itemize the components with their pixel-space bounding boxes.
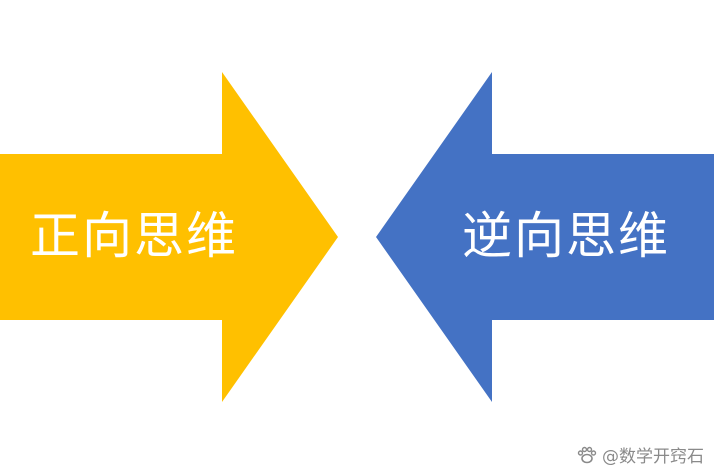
reverse-thinking-label: 逆向思维 bbox=[462, 207, 670, 265]
paw-logo-icon bbox=[577, 446, 597, 463]
watermark-text: @数学开窍石 bbox=[602, 447, 704, 467]
forward-arrow bbox=[0, 72, 338, 402]
reverse-arrow bbox=[376, 72, 714, 402]
forward-thinking-label: 正向思维 bbox=[30, 207, 238, 265]
watermark: @数学开窍石 bbox=[576, 442, 704, 467]
